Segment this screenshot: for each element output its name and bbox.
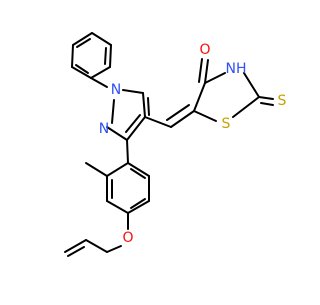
molecule-canvas: O NH S S N N O [64,32,287,257]
ether-ch2-bond [106,245,122,253]
aryl-ring [106,162,150,214]
pyrazole-aryl-bond [126,139,129,164]
ether-oxygen-label: O [122,230,133,246]
allyl-double-bond-a [64,239,87,253]
methylidene-double-bond-b [166,104,190,121]
methylidene-double-bond-a [170,110,195,128]
ring-sulfur-label: S [222,116,231,132]
pyrazole-n1-label: N [111,82,121,98]
pyrazole-methylidene-bond [144,116,172,128]
pyrazole-n2-label: N [99,121,109,137]
carbonyl-oxygen-label: O [199,42,210,58]
carbonyl-bond-a [204,59,209,84]
thione-bond-b [260,102,274,106]
thione-bond-a [258,96,274,100]
allyl-single-bond [85,239,108,253]
allyl-double-bond-b [67,246,85,257]
thiazolidinone-ring [193,72,260,122]
phenyl-n-bond [90,77,108,88]
nh-label: NH [226,61,247,77]
structure-drawing: O NH S S N N O [64,32,287,257]
pyrazole-ring [106,89,150,141]
carbonyl-bond-b [198,58,203,83]
thione-sulfur-label: S [278,93,287,109]
phenyl-ring [71,32,112,79]
methyl-bond [85,162,108,177]
